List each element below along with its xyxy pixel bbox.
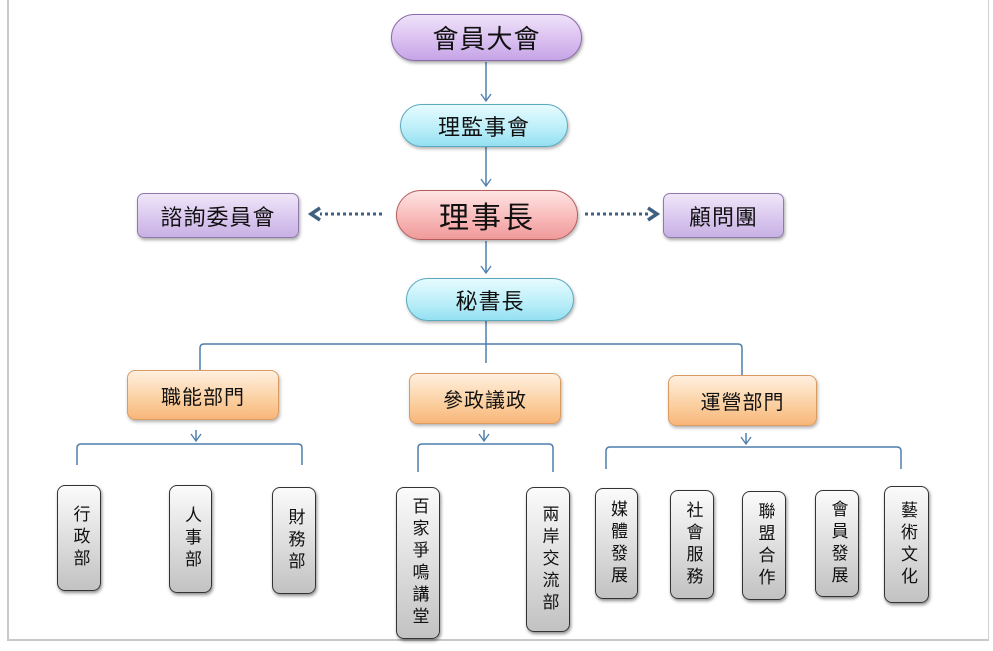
node-unit-alliance-cooperation: 聯盟合作	[742, 491, 786, 600]
connector-dept2-units	[417, 430, 554, 472]
node-unit-administration: 行政部	[57, 485, 101, 591]
node-unit-social-service: 社會服務	[670, 490, 714, 599]
dotted-arrow-left	[307, 206, 382, 222]
node-chairman: 理事長	[396, 190, 578, 240]
diagram-frame	[7, 0, 989, 641]
node-unit-finance: 財務部	[272, 487, 316, 594]
node-unit-arts-culture: 藝術文化	[884, 486, 929, 603]
node-unit-human-resources: 人事部	[169, 485, 212, 593]
node-advisory-committee: 諮詢委員會	[137, 193, 299, 238]
node-unit-cross-strait-exchange: 兩岸交流部	[526, 487, 570, 632]
node-unit-forum-lecture-hall: 百家爭鳴講堂	[396, 487, 440, 639]
node-consultant-group: 顧問團	[663, 193, 784, 238]
node-department-functional: 職能部門	[127, 370, 279, 420]
node-secretary-general: 秘書長	[406, 278, 574, 321]
connector-dept1-units	[76, 430, 303, 465]
node-unit-member-development: 會員發展	[815, 490, 859, 597]
connector-dept3-units	[605, 433, 902, 469]
node-board-of-directors: 理監事會	[400, 104, 568, 147]
node-unit-media-development: 媒體發展	[595, 488, 638, 599]
node-department-operations: 運營部門	[668, 375, 817, 426]
connector-secretary-to-departments	[199, 321, 743, 375]
node-general-assembly: 會員大會	[391, 14, 582, 61]
dotted-arrow-right	[585, 206, 661, 222]
node-department-political: 參政議政	[409, 373, 561, 424]
